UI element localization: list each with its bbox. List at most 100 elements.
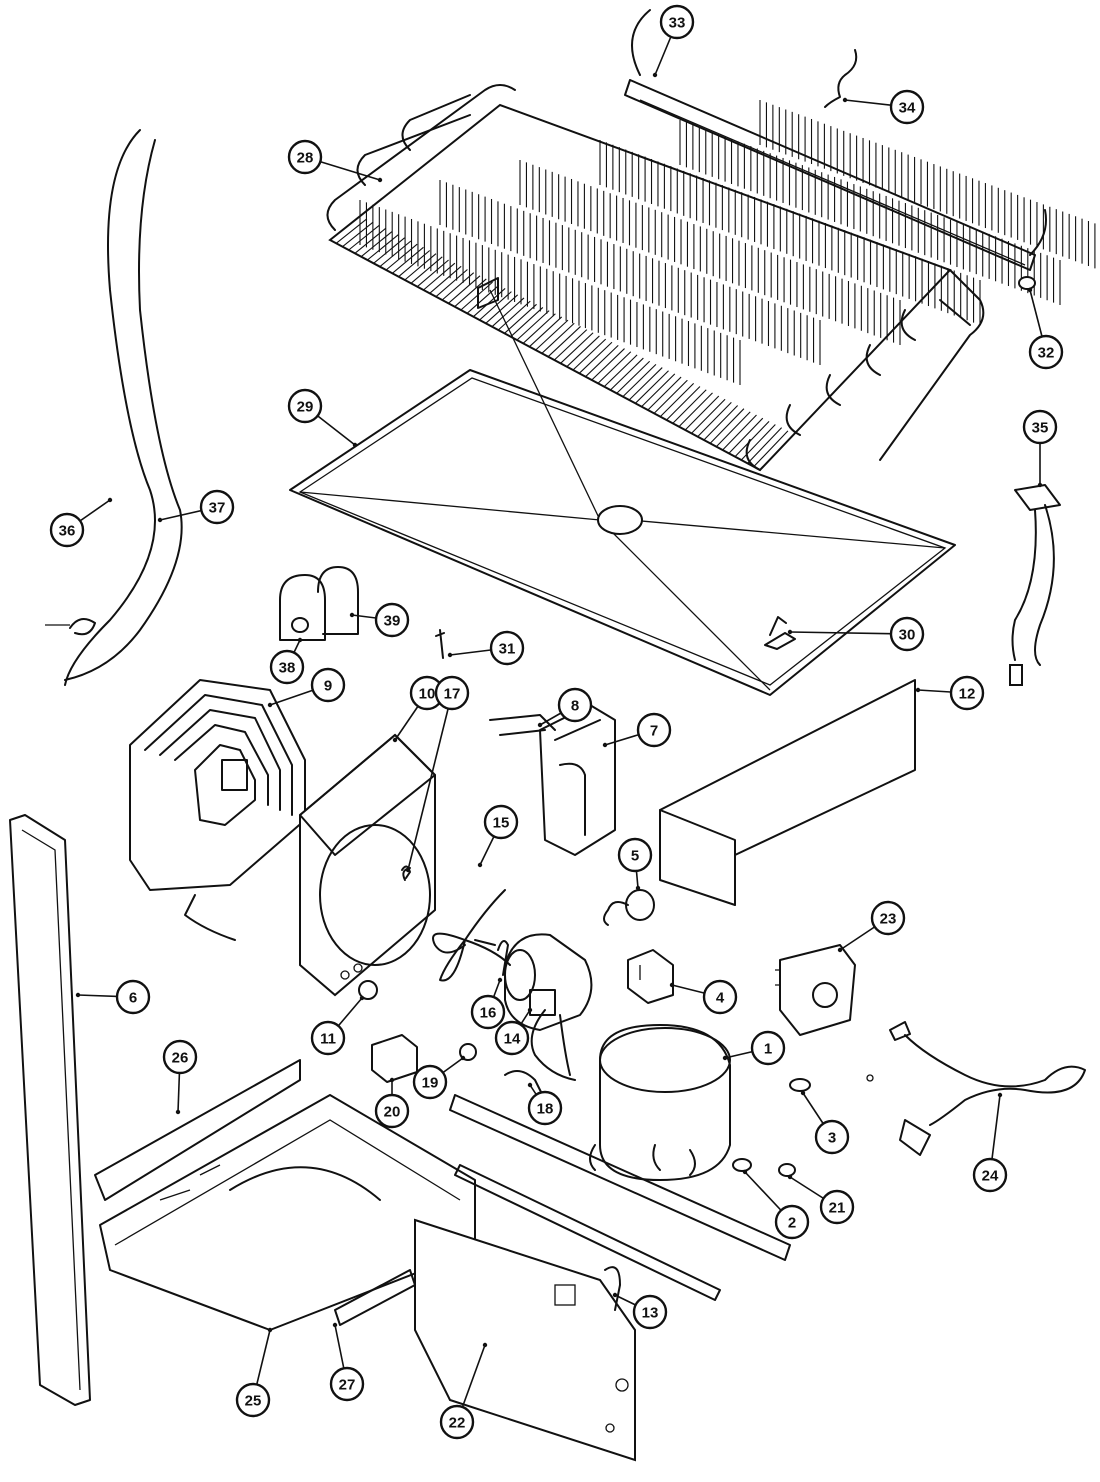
- callout-number: 39: [384, 613, 401, 630]
- callout-circle: [470, 994, 506, 1030]
- callout-number: 15: [493, 815, 510, 832]
- leader-arrow-35: [1037, 482, 1043, 488]
- callout-number: 18: [537, 1101, 554, 1118]
- fin-line: [641, 373, 676, 408]
- leader-arrow-7: [602, 742, 608, 748]
- fin-line: [678, 392, 713, 428]
- callout-3: 3: [814, 1119, 850, 1155]
- leader-arrow-39: [349, 612, 355, 618]
- callout-number: 26: [172, 1050, 189, 1067]
- harness-18: [504, 1070, 546, 1101]
- leader-arrow-33: [652, 72, 658, 78]
- callout-11: 11: [310, 1020, 346, 1056]
- callout-number: 1: [764, 1041, 772, 1058]
- clip-17: [401, 865, 411, 879]
- callout-circle: [870, 900, 906, 936]
- callout-32: 32: [1028, 334, 1064, 370]
- fin-line: [529, 316, 563, 348]
- callout-circle: [412, 1064, 448, 1100]
- leader-arrow-29: [352, 442, 358, 448]
- callout-circle: [162, 1039, 198, 1075]
- leader-arrow-24: [997, 1092, 1003, 1098]
- fin-line: [759, 433, 795, 471]
- callout-circle: [287, 388, 323, 424]
- callout-6: 6: [115, 979, 151, 1015]
- callout-circle: [489, 630, 525, 666]
- fin-line: [435, 269, 468, 298]
- leader-arrow-15: [477, 862, 483, 868]
- callout-number: 37: [209, 500, 226, 517]
- fin-line: [578, 341, 613, 374]
- fin-line: [535, 319, 569, 351]
- grommet-3: [789, 1078, 811, 1092]
- callout-19: 19: [412, 1064, 448, 1100]
- callout-circle: [659, 4, 695, 40]
- callout-number: 35: [1032, 420, 1049, 437]
- leader-arrow-13: [612, 1292, 618, 1298]
- callout-33: 33: [659, 4, 695, 40]
- leader-arrow-2: [742, 1169, 748, 1175]
- fin-line: [329, 215, 361, 241]
- fin-line: [634, 370, 669, 404]
- fin-line: [715, 411, 751, 448]
- grommet-38-39: [279, 566, 359, 641]
- fin-line: [672, 389, 707, 424]
- callout-14: 14: [494, 1020, 530, 1056]
- callout-26: 26: [162, 1039, 198, 1075]
- bracket-16: [497, 940, 509, 976]
- compressor: [589, 1023, 731, 1182]
- callout-number: 17: [444, 686, 461, 703]
- leader-arrow-17: [405, 867, 411, 873]
- callout-30: 30: [889, 616, 925, 652]
- fin-line: [454, 278, 487, 308]
- panel-6: [9, 814, 91, 1406]
- callout-number: 12: [959, 686, 976, 703]
- callout-number: 5: [631, 848, 639, 865]
- callout-5: 5: [617, 837, 653, 873]
- callout-number: 14: [504, 1031, 521, 1048]
- fin-line: [510, 307, 544, 338]
- callout-27: 27: [329, 1366, 365, 1402]
- fin-line: [342, 221, 374, 248]
- callout-circle: [199, 489, 235, 525]
- relay-bracket: [489, 704, 616, 856]
- clip-19: [459, 1043, 477, 1061]
- callout-23: 23: [870, 900, 906, 936]
- fin-line: [491, 297, 525, 328]
- callout-circle: [632, 1294, 668, 1330]
- fin-line: [485, 294, 519, 324]
- callout-number: 4: [716, 990, 725, 1007]
- fin-line: [610, 357, 644, 391]
- fin-line: [709, 408, 745, 444]
- fin-line: [572, 338, 607, 371]
- callout-7: 7: [636, 712, 672, 748]
- callout-circle: [434, 675, 470, 711]
- callout-number: 34: [899, 100, 916, 117]
- fin-line: [541, 322, 575, 354]
- callout-4: 4: [702, 979, 738, 1015]
- fin-line: [522, 313, 556, 344]
- capacitor-5: [603, 889, 655, 926]
- callout-circle: [814, 1119, 850, 1155]
- callout-number: 31: [499, 641, 516, 658]
- callout-25: 25: [235, 1382, 271, 1418]
- grommet-21: [778, 1163, 796, 1177]
- callout-17: 17: [434, 675, 470, 711]
- leader-arrow-23: [837, 947, 843, 953]
- fin-line: [722, 414, 757, 451]
- clip-34: [824, 49, 858, 108]
- callout-number: 33: [669, 15, 686, 32]
- callout-number: 27: [339, 1377, 356, 1394]
- fin-line: [684, 395, 720, 431]
- condenser: [129, 679, 306, 941]
- callout-number: 23: [880, 911, 897, 928]
- callout-circle: [1022, 409, 1058, 445]
- callout-number: 2: [788, 1215, 796, 1232]
- leader-arrow-30: [787, 629, 793, 635]
- callout-circle: [483, 804, 519, 840]
- grommet-11: [358, 980, 378, 1000]
- callout-circle: [310, 667, 346, 703]
- fin-line: [647, 376, 682, 411]
- callout-number: 22: [449, 1415, 466, 1432]
